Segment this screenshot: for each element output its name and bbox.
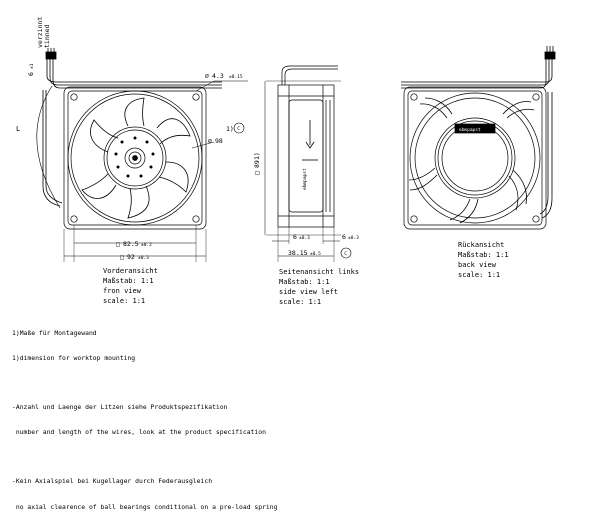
square-symbol-1: □ bbox=[116, 240, 120, 248]
front-caption: Vorderansicht Maßstab: 1:1 fron view sca… bbox=[103, 267, 158, 305]
front-wires bbox=[42, 48, 222, 207]
back-frame bbox=[403, 86, 547, 230]
left-flange-tol: ±0.3 bbox=[299, 235, 310, 241]
square-symbol-2: □ bbox=[120, 253, 124, 261]
svg-text:back view: back view bbox=[458, 261, 497, 269]
wire-length-tol: ±1 bbox=[29, 63, 35, 69]
front-view bbox=[36, 48, 248, 262]
svg-text:Seitenansicht links: Seitenansicht links bbox=[279, 268, 359, 276]
wire-label-tinned: tinned bbox=[43, 24, 51, 48]
front-bore bbox=[67, 90, 203, 226]
back-label-plate bbox=[454, 123, 496, 134]
hole-spacing-value: 82.5 bbox=[123, 240, 139, 248]
note-line bbox=[12, 454, 592, 461]
square-size-value: 92 bbox=[127, 253, 135, 261]
wire-length-dim: 6 bbox=[27, 72, 35, 76]
svg-text:fron view: fron view bbox=[103, 287, 142, 295]
hub-dots bbox=[114, 136, 155, 178]
technical-drawing: verzinnt tinned 6 ±1 L ⌀ 4.3 ±0.15 ⌀ 98 … bbox=[16, 17, 556, 306]
right-flange-tol: ±0.3 bbox=[348, 235, 359, 241]
svg-text:Maßstab: 1:1: Maßstab: 1:1 bbox=[279, 278, 330, 286]
svg-text:scale: 1:1: scale: 1:1 bbox=[103, 297, 145, 305]
bore-dia-value: 98 bbox=[215, 137, 223, 145]
wire-label-verzinnt: verzinnt bbox=[36, 17, 44, 48]
front-circled-c bbox=[233, 122, 245, 134]
svg-text:Vorderansicht: Vorderansicht bbox=[103, 267, 158, 275]
back-hub bbox=[434, 117, 516, 199]
back-view bbox=[401, 46, 556, 230]
height-dim-symbol: □ bbox=[253, 171, 261, 175]
note-line: -Kein Axialspiel bei Kugellager durch Fe… bbox=[12, 477, 213, 486]
svg-text:Rückansicht: Rückansicht bbox=[458, 241, 504, 249]
svg-text:Maßstab: 1:1: Maßstab: 1:1 bbox=[458, 251, 509, 259]
note-line: 1)Maße für Montagewand bbox=[12, 328, 97, 337]
back-bore bbox=[409, 92, 541, 224]
left-flange-value: 6 bbox=[293, 233, 297, 241]
note-line: number and length of the wires, look at … bbox=[12, 428, 266, 437]
side-label: ebmpapst bbox=[302, 168, 308, 190]
length-label: L bbox=[16, 125, 20, 133]
back-wires bbox=[401, 46, 556, 219]
svg-text:scale: 1:1: scale: 1:1 bbox=[279, 298, 321, 306]
hole-dia-symbol: ⌀ bbox=[205, 72, 209, 80]
depth-tol: ±0.5 bbox=[310, 251, 321, 257]
back-struts bbox=[408, 97, 535, 224]
hole-dia-value: 4.3 bbox=[212, 72, 224, 80]
note-line: 1)dimension for worktop mounting bbox=[12, 354, 136, 363]
side-circled-c bbox=[340, 247, 352, 259]
depth-value: 38.15 bbox=[288, 249, 308, 257]
front-hub bbox=[103, 126, 167, 190]
side-body bbox=[277, 84, 335, 228]
side-view bbox=[264, 65, 341, 262]
back-brand-label: ebmpapst bbox=[459, 127, 481, 133]
bore-circled-c-letter: C bbox=[237, 126, 240, 132]
hole-spacing-tol: ±0.2 bbox=[141, 242, 152, 248]
front-frame bbox=[63, 86, 207, 230]
bore-note-ref: 1) bbox=[226, 125, 234, 133]
svg-text:side view left: side view left bbox=[279, 288, 338, 296]
note-line bbox=[12, 379, 592, 386]
back-caption: Rückansicht Maßstab: 1:1 back view scale… bbox=[458, 241, 509, 279]
front-mounting-holes bbox=[70, 93, 200, 223]
front-blades bbox=[81, 97, 191, 219]
back-mounting-holes bbox=[410, 93, 540, 223]
side-circled-c-letter: C bbox=[344, 251, 347, 257]
hole-dia-tol: ±0.15 bbox=[229, 74, 243, 80]
svg-text:Maßstab: 1:1: Maßstab: 1:1 bbox=[103, 277, 154, 285]
note-line: no axial clearence of ball bearings cond… bbox=[12, 502, 278, 511]
bore-dia-symbol: ⌀ bbox=[208, 137, 212, 145]
side-caption: Seitenansicht links Maßstab: 1:1 side vi… bbox=[279, 268, 359, 306]
note-line: -Anzahl und Laenge der Litzen siehe Prod… bbox=[12, 403, 228, 412]
svg-text:scale: 1:1: scale: 1:1 bbox=[458, 271, 500, 279]
height-dim-value: 89 bbox=[253, 160, 261, 168]
square-size-tol: ±0.3 bbox=[138, 255, 149, 261]
right-flange-value: 6 bbox=[342, 233, 346, 241]
notes-block: 1)Maße für Montagewand 1)dimension for w… bbox=[12, 312, 592, 519]
height-dim-note: 1) bbox=[253, 152, 261, 160]
